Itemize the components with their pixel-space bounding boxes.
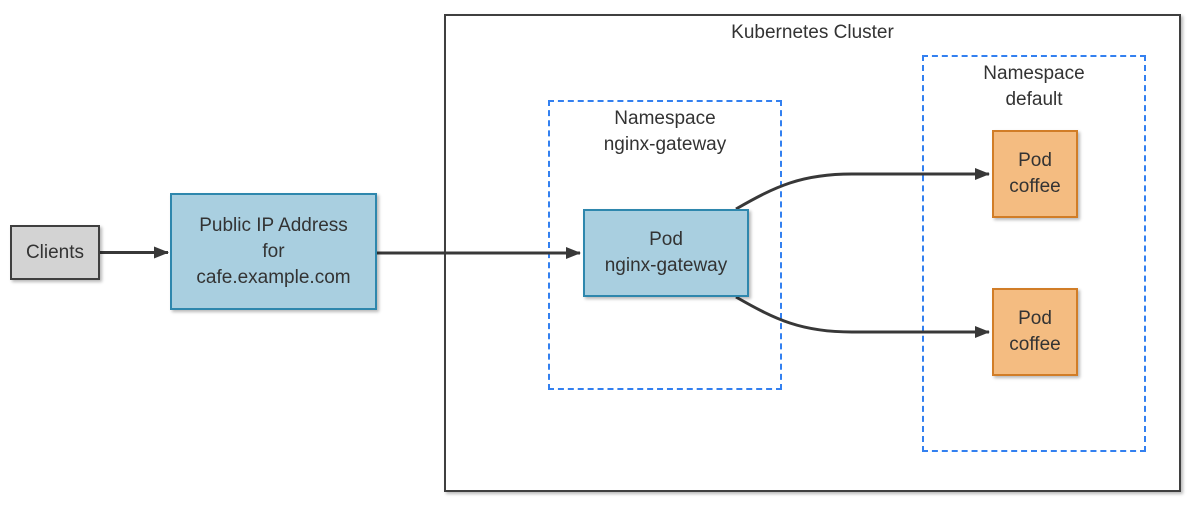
namespace-default-label: Namespace default xyxy=(924,61,1144,113)
namespace-default-box: Namespace default xyxy=(922,55,1146,452)
kubernetes-cluster-title: Kubernetes Cluster xyxy=(731,22,894,43)
pod-coffee-top-node: Pod coffee xyxy=(992,130,1078,218)
pod-coffee-bottom-node: Pod coffee xyxy=(992,288,1078,376)
clients-label: Clients xyxy=(25,241,85,263)
namespace-nginx-gateway-box: Namespace nginx-gateway xyxy=(548,100,782,390)
pod-coffee-label-line: Pod xyxy=(1018,308,1052,329)
pod-nginx-gateway-label-line: nginx-gateway xyxy=(604,255,728,276)
pod-nginx-gateway-node: Pod nginx-gateway xyxy=(583,209,749,297)
public-ip-node: Public IP Address for cafe.example.com xyxy=(170,193,377,310)
clients-node: Clients xyxy=(10,225,100,280)
public-ip-label-line: Public IP Address xyxy=(199,214,348,236)
pod-coffee-label-line: coffee xyxy=(1009,334,1061,355)
namespace-label-line: Namespace xyxy=(983,63,1085,84)
pod-coffee-label-line: coffee xyxy=(1009,176,1061,197)
namespace-nginx-gateway-label: Namespace nginx-gateway xyxy=(550,106,780,158)
namespace-label-line: nginx-gateway xyxy=(603,134,727,155)
pod-coffee-label-line: Pod xyxy=(1018,150,1052,171)
namespace-label-line: Namespace xyxy=(614,108,716,129)
pod-nginx-gateway-label-line: Pod xyxy=(649,229,683,250)
public-ip-label-line: cafe.example.com xyxy=(196,266,351,288)
namespace-label-line: default xyxy=(1005,89,1063,110)
public-ip-label-line: for xyxy=(262,240,285,262)
